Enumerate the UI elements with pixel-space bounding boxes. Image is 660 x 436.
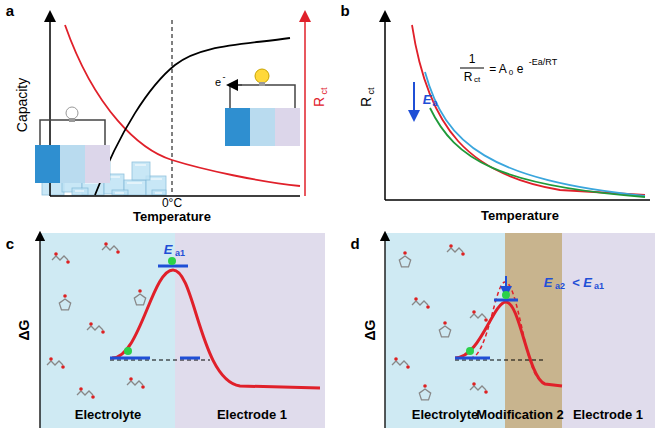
energy-curve: [455, 302, 562, 386]
axis: [385, 199, 650, 201]
fraction-bar: [460, 68, 484, 69]
axis: [384, 236, 385, 428]
axis-title: Temperature: [481, 209, 559, 222]
axis-title: Capacity: [15, 78, 29, 132]
ea-arrow: [413, 82, 415, 116]
solvent-molecules: [47, 242, 488, 400]
rct-curve: [65, 25, 300, 186]
zero-line: [172, 20, 173, 192]
ea-label: E: [544, 276, 553, 289]
tick-label: 0°C: [162, 197, 182, 209]
capacity-curve: [95, 38, 290, 195]
subscript: a1: [594, 282, 604, 291]
electrolyte-band: [385, 233, 505, 428]
panel-letter: d: [350, 236, 359, 251]
electrode-band: [562, 233, 655, 428]
axis-subscript: ct: [367, 87, 376, 94]
axis-title: ΔG: [363, 320, 377, 341]
region-label: Electrode 1: [573, 408, 643, 421]
level: [455, 357, 490, 360]
ion: [124, 347, 132, 355]
formula-subscript: ct: [474, 76, 480, 84]
region-label: Electrode 1: [217, 408, 287, 421]
panel-letter: c: [6, 236, 14, 251]
axis: [304, 16, 306, 196]
region-label: Electrolyte: [75, 408, 141, 421]
region-label: Electrolyte: [412, 408, 478, 421]
ea-label: E: [164, 243, 173, 256]
superscript: -: [223, 73, 226, 82]
energy-curve: [112, 270, 320, 388]
formula: e: [517, 63, 524, 75]
axis-title: R: [312, 97, 326, 107]
subscript: a2: [555, 282, 565, 291]
axis-title: Temperature: [133, 210, 211, 223]
axis-title: ΔG: [17, 320, 31, 341]
formula: 1: [469, 53, 476, 65]
ea-label: E: [423, 93, 432, 106]
lowering-arrow: [505, 276, 507, 292]
formula-subscript: 0: [509, 69, 513, 77]
level: [110, 357, 150, 360]
subscript: a1: [175, 249, 185, 258]
axis: [384, 16, 386, 200]
electron-symbol: e: [215, 77, 221, 88]
ion: [466, 347, 474, 355]
axis-title: R: [359, 97, 373, 107]
level: [180, 357, 200, 360]
formula-exponent: -Ea/RT: [529, 58, 557, 67]
rct-curve: [425, 72, 645, 196]
modification-band: [505, 233, 562, 428]
panel-letter: a: [6, 3, 14, 18]
ion: [168, 257, 176, 265]
axis: [39, 236, 40, 428]
level: [158, 265, 188, 268]
electrolyte-band: [40, 233, 175, 428]
ea-label: < E: [572, 276, 592, 289]
formula: R: [464, 71, 473, 83]
warm-battery: [225, 69, 300, 146]
panel-letter: b: [340, 3, 349, 18]
formula: = A: [489, 63, 507, 75]
region-label: Modification 2: [476, 408, 563, 421]
old-curve: [470, 282, 540, 380]
baseline: [110, 360, 210, 361]
electrode-band: [175, 233, 325, 428]
axis-subscript: ct: [320, 87, 329, 94]
cold-battery: [35, 107, 110, 183]
subscript: a: [432, 99, 437, 108]
rct-curve: [412, 25, 645, 195]
ion: [502, 291, 510, 299]
rct-curve: [430, 108, 645, 197]
